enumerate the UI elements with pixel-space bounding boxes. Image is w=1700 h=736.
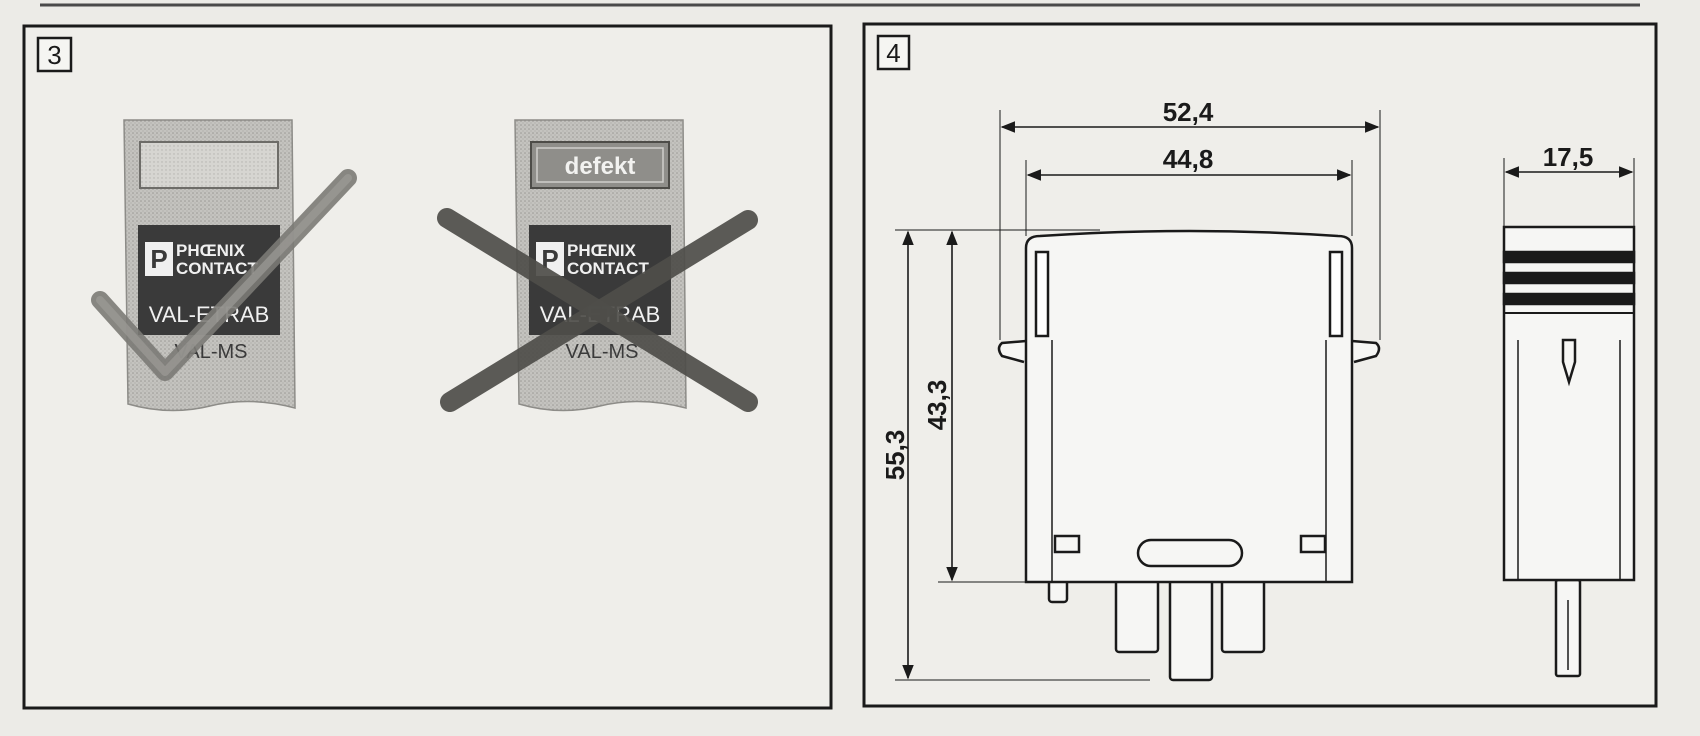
module-good-brand-2: CONTACT [176,259,258,278]
module-good-logo-square [145,242,173,276]
window-right [1299,534,1327,554]
module-good-brand-1: PHŒNIX [176,241,246,260]
module-defective-logo-glyph: P [541,244,558,274]
side-body [1502,225,1636,582]
rib-1 [1502,250,1636,264]
panel-4-number: 4 [886,38,900,68]
panel-4-number-box [876,34,911,71]
pin-right [1220,578,1266,654]
front-body [1024,229,1354,584]
dimension-lines [895,110,1635,681]
dim-label-inner-width: 44,8 [1163,144,1214,174]
rib-2 [1502,271,1636,285]
strip-right [1328,250,1344,338]
front-view [997,229,1381,682]
panel-3-number: 3 [47,40,61,70]
module-defective-window [530,141,670,189]
panel-3-number-box [36,36,73,73]
pin-center [1168,578,1214,682]
strip-left [1034,250,1050,338]
panel-4: 4 [862,22,1658,708]
module-defective-window-inner [536,147,664,183]
module-defective-brand-2: CONTACT [567,259,649,278]
rib-3 [1502,292,1636,306]
latch-icon [1561,338,1577,387]
pin-left [1114,578,1160,654]
module-good-logo-glyph: P [150,244,167,274]
dim-label-overall-width: 52,4 [1163,97,1214,127]
pin-stub [1047,578,1069,604]
module-defective-model: VAL-MS [566,341,639,363]
module-defective: defekt P PHŒNIX CONTACT VAL-ETRAB VAL-MS [437,119,758,412]
panel-3: 3 P PHŒNIX CONTACT VAL-ETRAB VAL-MS defe… [22,24,833,710]
module-defective-brand-1: PHŒNIX [567,241,637,260]
module-good-window [139,141,279,189]
tab-left [997,339,1027,364]
dim-label-overall-height: 55,3 [880,430,910,481]
checkmark-icon-highlight [96,174,352,376]
release-slot [1136,538,1244,568]
module-good: P PHŒNIX CONTACT VAL-ETRAB VAL-MS [91,119,357,412]
window-left [1053,534,1081,554]
dim-label-side-depth: 17,5 [1543,142,1594,172]
module-defective-window-text: defekt [565,153,636,180]
tab-right [1351,339,1381,364]
cross-icon-stroke-2 [440,210,758,412]
dim-label-body-height: 43,3 [922,380,952,431]
side-view [1502,225,1636,678]
